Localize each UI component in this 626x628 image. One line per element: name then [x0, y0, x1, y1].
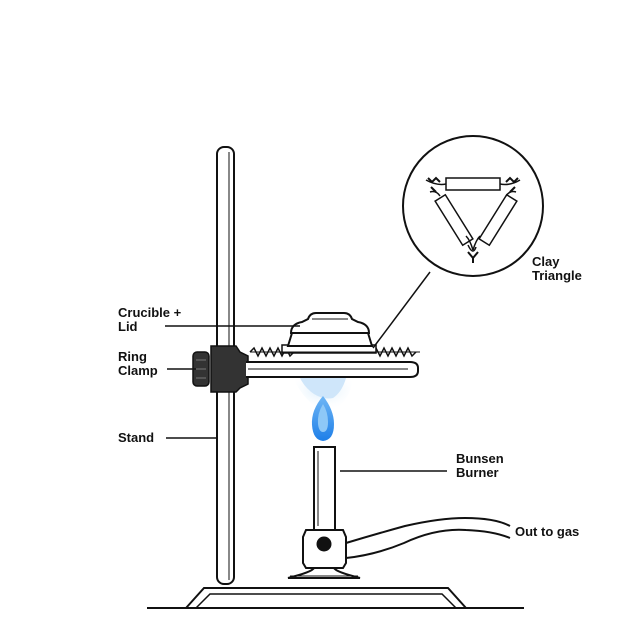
- out-to-gas-label: Out to gas: [515, 524, 580, 539]
- clay-triangle-label: Clay Triangle: [532, 254, 582, 283]
- triangle-callout-line: [372, 271, 431, 349]
- stand-label: Stand: [118, 430, 155, 445]
- leader-lines: [165, 271, 447, 472]
- flame: [293, 378, 353, 441]
- crucible-with-lid: [286, 312, 374, 347]
- crucible-lid-label: Crucible + Lid: [118, 305, 182, 334]
- clay-triangle-callout: [402, 135, 544, 277]
- bunsen-burner: [287, 446, 361, 579]
- ring-clamp: [192, 345, 419, 393]
- clay-triangle-on-ring: [249, 344, 420, 358]
- gas-hose: [345, 516, 511, 559]
- stand-base: [147, 587, 524, 609]
- bunsen-burner-label: Bunsen Burner: [456, 451, 504, 480]
- ring-clamp-label: Ring Clamp: [118, 349, 158, 378]
